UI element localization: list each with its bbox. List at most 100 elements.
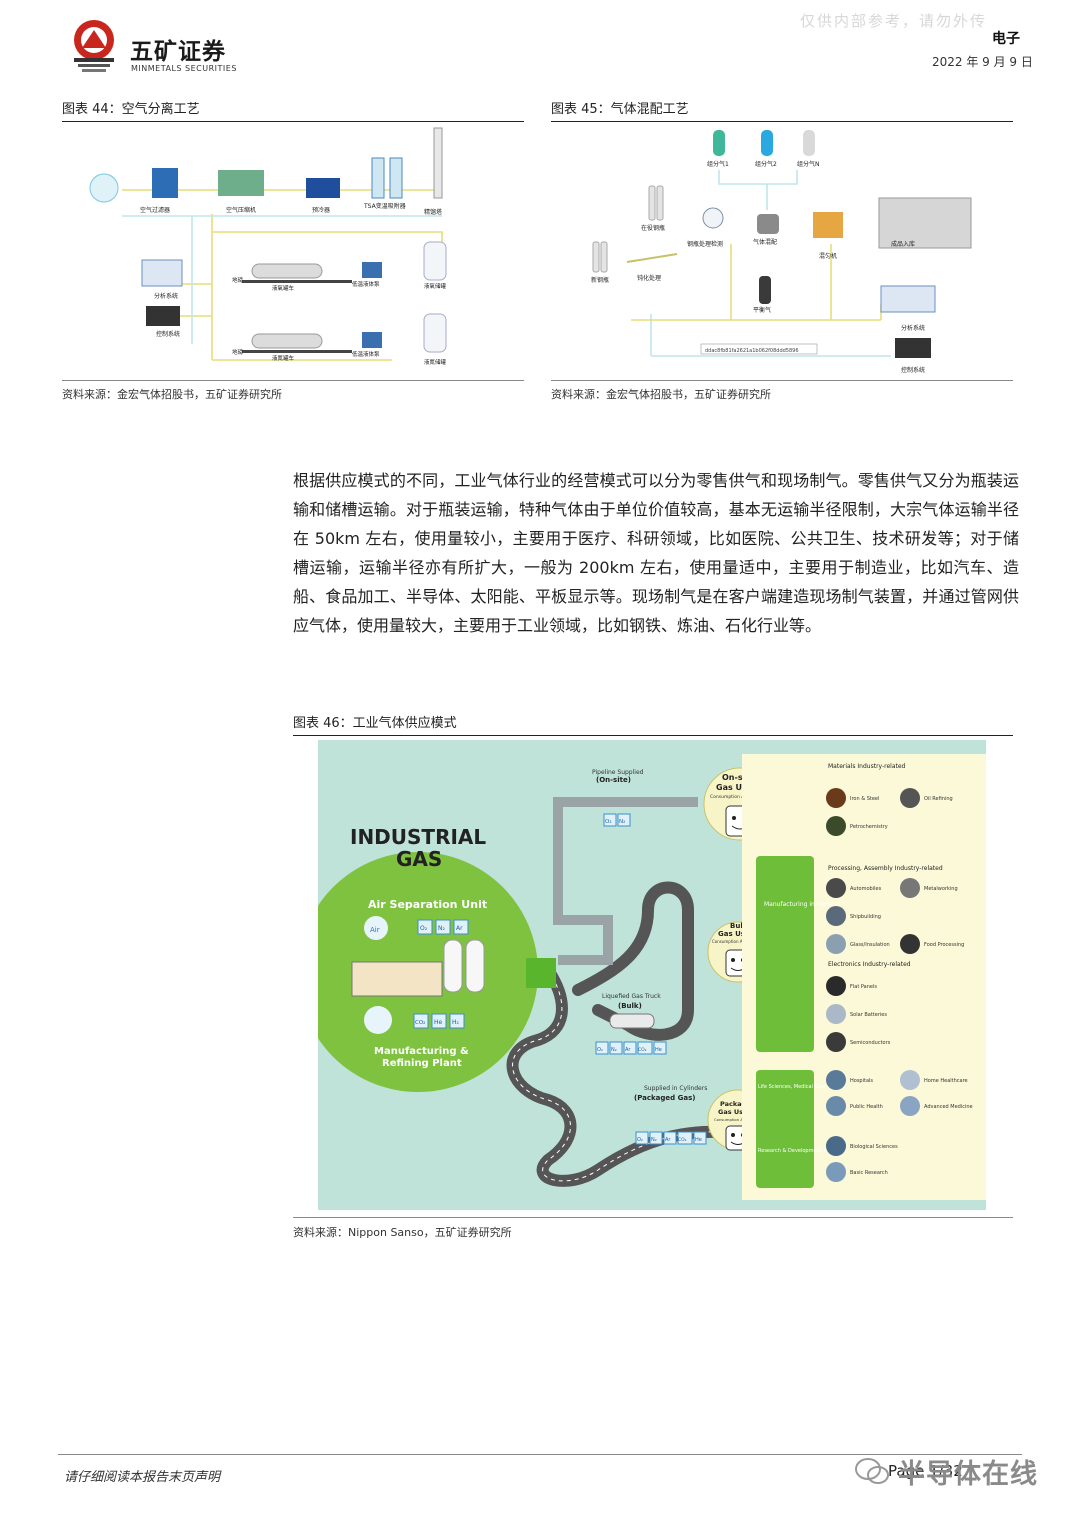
air-intake-icon — [89, 173, 119, 203]
bulk-gas-o2: O₂ — [597, 1047, 603, 1053]
onsite-gas-n2: N₂ — [619, 819, 625, 825]
company-name-en: MINMETALS SECURITIES — [131, 64, 237, 73]
sec-processing: Processing, Assembly Industry-related — [828, 865, 943, 872]
bulk-tag: (Bulk) — [618, 1002, 642, 1010]
bulk-gas-he: He — [655, 1047, 662, 1053]
truck-label: Liquefied Gas Truck — [602, 993, 661, 1000]
label-inspect: 钢瓶处理检测 — [687, 240, 723, 248]
asu-gas-chips: O₂ N₂ Ar — [417, 919, 469, 935]
company-name-cn: 五矿证券 — [130, 39, 226, 65]
label-truck2: 液氮罐车 — [272, 354, 295, 362]
mfg-column — [756, 856, 814, 1052]
factory-icon — [351, 961, 443, 997]
bulk-gas-ar: Ar — [625, 1047, 631, 1053]
figure45-top-rule — [551, 121, 1013, 122]
label-analysis45: 分析系统 — [901, 324, 925, 332]
page-number: Page 1/32 — [888, 1462, 963, 1480]
label-precooler: 预冷器 — [312, 206, 330, 214]
label-ground1: 地磅 — [232, 276, 244, 284]
col-mfg-label: Manufacturing in General — [764, 901, 841, 908]
label-gas2: 组分气2 — [755, 160, 777, 168]
onsite-users-label1: On-site — [722, 773, 755, 782]
packaged-gas-he: He — [695, 1137, 702, 1143]
packaged-gas-ar: Ar — [665, 1137, 671, 1143]
truck2-icon — [251, 333, 323, 349]
bulk-gas-co2: CO₂ — [638, 1047, 647, 1053]
cylinder-label: Supplied in Cylinders — [644, 1085, 707, 1092]
item-metal: Metalworking — [924, 886, 958, 892]
label-gasN: 组分气N — [797, 160, 820, 168]
label-pump1: 低温液体泵 — [352, 280, 380, 288]
life-rd-column — [756, 1070, 814, 1188]
figure44-source: 资料来源：金宏气体招股书，五矿证券研究所 — [62, 388, 282, 401]
packaged-gas-n2: N₂ — [651, 1137, 657, 1143]
label-warehouse: 成品入库 — [891, 240, 915, 248]
packaged-users-label2: Gas Users — [718, 1108, 755, 1116]
body-paragraph: 根据供应模式的不同，工业气体行业的经营模式可以分为零售供气和现场制气。零售供气又… — [293, 471, 1019, 635]
truck1-icon — [251, 263, 323, 279]
figure46-title: 图表 46：工业气体供应模式 — [293, 716, 457, 731]
label-ground2: 地磅 — [232, 348, 244, 356]
bulk-users-label2: Gas Users — [718, 930, 757, 938]
control-system-icon — [146, 306, 180, 326]
packaged-users-label1: Packaged — [720, 1100, 756, 1108]
mixing-icon — [757, 214, 779, 234]
label-filter: 空气过滤器 — [140, 206, 170, 214]
shaker-icon — [813, 212, 843, 238]
air-filter-icon — [152, 168, 178, 198]
label-gas1: 组分气1 — [707, 160, 729, 168]
bulk-gas-n2: N₂ — [611, 1047, 617, 1053]
item-petro: Petrochemistry — [850, 824, 888, 830]
label-compressor: 空气压缩机 — [226, 206, 256, 214]
item-semi: Semiconductors — [850, 1040, 891, 1046]
air-compressor-icon — [218, 170, 264, 196]
label-distill: 精馏塔 — [424, 208, 442, 216]
bulk-users-label1: Bulk — [730, 922, 748, 930]
item-ship: Shipbuilding — [850, 914, 881, 920]
label-tank2: 液氮储罐 — [424, 358, 447, 366]
air-bubble — [364, 916, 388, 940]
label-control45: 控制系统 — [901, 366, 925, 374]
figure46-source: 资料来源：Nippon Sanso，五矿证券研究所 — [293, 1226, 512, 1239]
asu-gas-n2: N₂ — [438, 925, 445, 932]
plant-gas-co2: CO₂ — [415, 1020, 425, 1026]
item-solar: Solar Batteries — [850, 1012, 887, 1018]
control-system-icon — [895, 338, 931, 358]
figure45-source: 资料来源：金宏气体招股书，五矿证券研究所 — [551, 388, 771, 401]
gas2-cylinder-icon — [761, 130, 773, 156]
footer-rule — [58, 1454, 1022, 1455]
item-iron: Iron & Steel — [850, 796, 879, 802]
new-cylinders-icon — [600, 241, 608, 273]
figure44-title: 图表 44：空气分离工艺 — [62, 102, 200, 117]
item-hosp: Hospitals — [850, 1078, 873, 1084]
balance-gas-icon — [759, 276, 771, 304]
passivation-icon — [626, 253, 678, 263]
asu-label: Air Separation Unit — [368, 898, 487, 911]
inspection-icon — [702, 207, 724, 229]
label-tsa: TSA变温吸附器 — [363, 202, 406, 210]
onsite-tag: (On-site) — [596, 776, 631, 784]
hash-label: ddac8fb81fa2621a1b062f08ddd5896 — [705, 348, 799, 354]
plant-gas-h2: H₂ — [452, 1019, 460, 1026]
tank2-icon — [423, 313, 447, 353]
label-analysis: 分析系统 — [154, 292, 178, 300]
item-glass: Glass/Insulation — [850, 942, 890, 948]
figure46-bottom-rule — [293, 1217, 1013, 1218]
distillation-column-icon — [433, 127, 443, 199]
pipeline-label: Pipeline Supplied — [592, 769, 644, 776]
label-pump2: 低温液体泵 — [352, 350, 380, 358]
company-logo — [74, 20, 114, 72]
onsite-users-label2: Gas Users — [716, 783, 761, 792]
headline-gas: GAS — [396, 847, 442, 871]
pump1-icon — [362, 262, 382, 278]
plant-gas-he: He — [434, 1019, 443, 1026]
packaged-amount: Consumption Amount: Small — [714, 1117, 768, 1122]
onsite-gas-chips: O₂ N₂ — [603, 813, 631, 827]
figure44-diagram: 空气过滤器 空气压缩机 预冷器 TSA变温吸附器 精馏塔 分析系统 控制系统 地… — [89, 127, 447, 366]
figure45-title: 图表 45：气体混配工艺 — [551, 102, 689, 117]
label-balance: 平衡气 — [753, 306, 771, 314]
figure46-infographic: INDUSTRIAL GAS Air Separation Unit Air O… — [318, 740, 986, 1210]
label-truck1: 液氧罐车 — [272, 284, 295, 292]
asu-gas-o2: O₂ — [420, 925, 428, 932]
packaged-gas-chips: O₂ N₂ Ar CO₂ He — [635, 1131, 707, 1145]
